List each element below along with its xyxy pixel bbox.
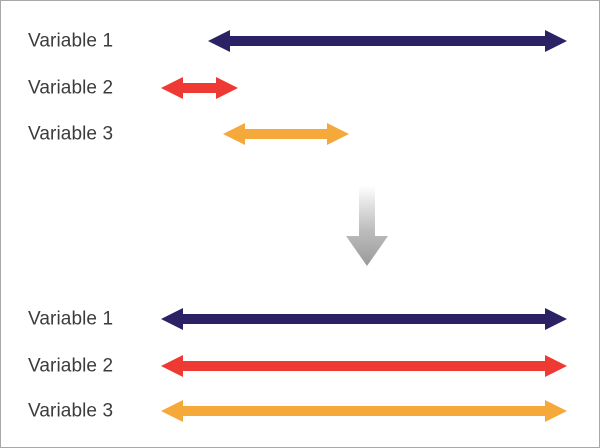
transformation-arrow <box>346 186 388 266</box>
label-variable-3-after: Variable 3 <box>28 400 114 422</box>
arrow-variable-3-before <box>223 123 349 145</box>
label-variable-2-after: Variable 2 <box>28 355 114 377</box>
label-variable-1-before: Variable 1 <box>28 30 114 52</box>
label-variable-1-after: Variable 1 <box>28 308 114 330</box>
arrow-variable-2-after <box>161 355 567 377</box>
arrow-variable-2-before <box>161 77 238 99</box>
label-variable-2-before: Variable 2 <box>28 77 114 99</box>
arrow-variable-3-after <box>161 400 567 422</box>
arrow-variable-1-before <box>208 30 567 52</box>
label-variable-3-before: Variable 3 <box>28 123 114 145</box>
arrow-variable-1-after <box>161 308 567 330</box>
